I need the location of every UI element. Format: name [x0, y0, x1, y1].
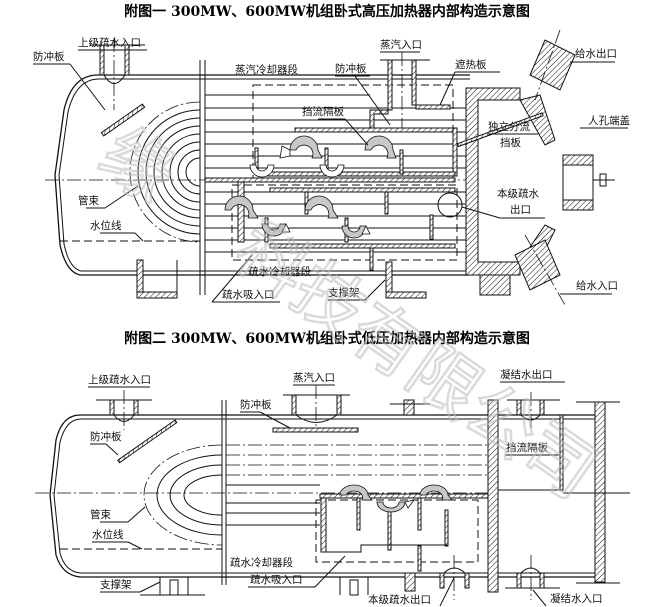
water-chamber: [456, 29, 615, 306]
label-tube-bundle-2: 管束: [90, 508, 111, 521]
label-tube-bundle: 管束: [78, 194, 99, 207]
label-feedwater-outlet: 给水出口: [575, 47, 617, 60]
label-upper-drain-inlet: 上级疏水入口: [78, 36, 141, 49]
label-support: 支撑架: [328, 286, 360, 299]
label-impingement-plate-steam: 防冲板: [335, 62, 367, 75]
figure-2-low-pressure-heater: 附图二 300MW、600MW机组卧式低压加热器内部构造示意图: [35, 330, 630, 607]
label-condensate-inlet: 凝结水入口: [550, 592, 603, 605]
upper-drain-inlet-nozzle-2: [96, 390, 178, 464]
label-upper-drain-inlet-2: 上级疏水入口: [88, 373, 151, 386]
label-this-stage-drain-outlet: 本级疏水出口: [368, 593, 431, 606]
shell-outline-2: [49, 400, 595, 585]
label-water-level-2: 水位线: [92, 528, 124, 541]
label-manhole-cover: 人孔端盖: [588, 114, 630, 127]
label-feedwater-inlet: 给水入口: [576, 279, 618, 292]
watermark-text-2: 科技有限公司: [220, 207, 611, 515]
water-chamber-2: [487, 392, 630, 600]
drain-cooler-section-2: [315, 493, 496, 572]
flow-arrows-2: [339, 484, 453, 513]
label-baffle-plate: 挡流隔板: [302, 105, 344, 118]
label-this-stage-drain-outlet-line2: 出口: [510, 203, 531, 216]
label-water-level: 水位线: [90, 219, 122, 232]
label-impingement-plate-steam-2: 防冲板: [240, 398, 272, 411]
label-impingement-plate-left: 防冲板: [33, 50, 65, 63]
label-condensate-outlet: 凝结水出口: [500, 368, 553, 381]
label-steam-inlet-2: 蒸汽入口: [293, 371, 335, 384]
steam-inlet-nozzle-2: [272, 385, 430, 433]
label-steam-cooler-section: 蒸汽冷却器段: [235, 63, 298, 76]
label-steam-inlet: 蒸汽入口: [380, 38, 422, 51]
figure-1-high-pressure-heater: 附图一 300MW、600MW机组卧式高压加热器内部构造示意图: [33, 3, 630, 306]
label-baffle-plate-2: 挡流隔板: [506, 441, 548, 454]
label-independent-pass-baffle-line2: 挡板: [500, 136, 521, 149]
flow-arrows: [224, 135, 397, 239]
tube-bundle: [45, 101, 480, 243]
label-drain-suction-inlet-2: 疏水吸入口: [250, 573, 303, 586]
supports: [136, 259, 427, 299]
label-drain-cooler-section: 疏水冷却器段: [248, 265, 311, 278]
figure-1-labels: 上级疏水入口 防冲板 蒸汽冷却器段 防冲板 蒸汽入口 遮热板 给水出口 挡流隔板…: [33, 36, 630, 303]
drain-cooler-section: [204, 177, 463, 271]
drain-outlet-and-support-2: [140, 555, 470, 600]
label-heat-shield: 遮热板: [455, 58, 487, 71]
figure-2-labels: 上级疏水入口 防冲板 蒸汽入口 防冲板 凝结水出口 挡流隔板 管束 水位线 疏水…: [88, 368, 603, 607]
label-support-2: 支撑架: [100, 578, 132, 591]
figure-2-title: 附图二 300MW、600MW机组卧式低压加热器内部构造示意图: [124, 330, 530, 347]
label-independent-pass-baffle-line1: 独立分流: [488, 120, 530, 133]
label-impingement-plate-left-2: 防冲板: [90, 430, 122, 443]
tube-bundle-2: [35, 444, 495, 546]
watermark-text-1: 缘: [85, 112, 189, 219]
label-drain-cooler-section-2: 疏水冷却器段: [230, 556, 293, 569]
label-this-stage-drain-outlet-line1: 本级疏水: [497, 187, 539, 200]
figure-1-title: 附图一 300MW、600MW机组卧式高压加热器内部构造示意图: [124, 3, 530, 20]
label-drain-suction-inlet: 疏水吸入口: [222, 288, 275, 301]
